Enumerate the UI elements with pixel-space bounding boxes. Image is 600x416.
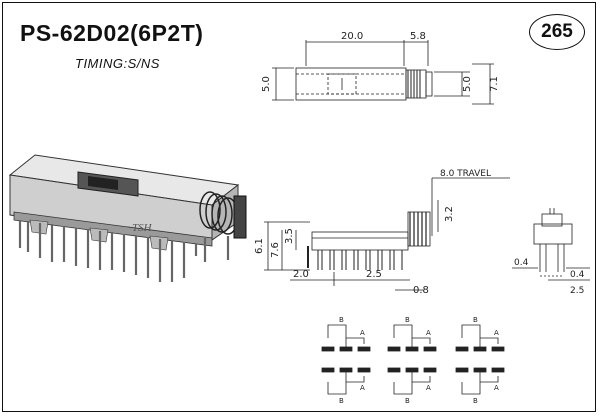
dim-height-right: 7.1	[489, 76, 500, 92]
brand-marking: TSH	[132, 222, 153, 234]
dim-end-left: 0.4	[514, 258, 529, 268]
dim-knob: 5.8	[410, 31, 426, 42]
label-a-1: A	[360, 329, 365, 337]
side-view-drawing	[264, 177, 510, 291]
label-a-5: A	[494, 329, 499, 337]
dim-spring-height: 3.2	[444, 206, 455, 222]
schematic-labels: B A B A B A B A B A B A	[339, 316, 499, 405]
label-b-3: B	[405, 316, 410, 324]
dim-end-right: 0.4	[570, 270, 585, 280]
dim-body-height: 7.6	[270, 242, 281, 258]
page-frame	[2, 2, 596, 412]
label-b-6: B	[473, 397, 478, 405]
dim-pitch: 2.5	[366, 269, 382, 280]
dim-height-left: 5.0	[261, 76, 272, 92]
dim-travel: 8.0 TRAVEL	[440, 169, 491, 179]
model-title: PS-62D02(6P2T)	[20, 20, 204, 46]
product-photo: TSH	[8, 154, 247, 282]
dim-height-inner: 5.0	[462, 76, 473, 92]
page-number-badge: 265	[529, 14, 585, 50]
end-view-drawing	[512, 208, 590, 281]
label-a-3: A	[426, 329, 431, 337]
dim-pin-width: 0.8	[413, 285, 429, 296]
label-a-4: A	[426, 384, 431, 392]
timing-label: TIMING:S/NS	[75, 56, 160, 71]
dim-length: 20.0	[341, 31, 363, 42]
label-b-5: B	[473, 316, 478, 324]
label-a-6: A	[494, 384, 499, 392]
top-view-drawing	[272, 40, 494, 105]
label-b-2: B	[339, 397, 344, 405]
dim-overall-height: 6.1	[254, 238, 265, 254]
switch-schematic	[321, 324, 505, 395]
label-b-1: B	[339, 316, 344, 324]
label-a-2: A	[360, 384, 365, 392]
dim-pin-length: 3.5	[284, 228, 295, 244]
dim-pitch-first: 2.0	[293, 269, 309, 280]
label-b-4: B	[405, 397, 410, 405]
dim-end-pin: 2.5	[570, 286, 584, 296]
